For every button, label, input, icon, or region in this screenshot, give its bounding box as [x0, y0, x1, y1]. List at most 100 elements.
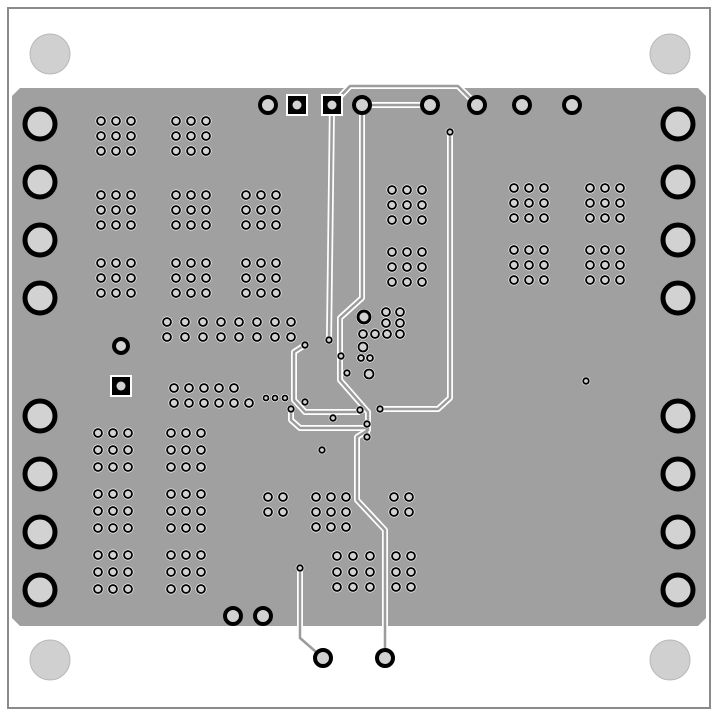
- via: [585, 183, 595, 193]
- via: [363, 420, 371, 428]
- via: [363, 433, 371, 441]
- via: [126, 273, 136, 283]
- via: [329, 414, 337, 422]
- via: [166, 584, 176, 594]
- via: [126, 190, 136, 200]
- via: [201, 205, 211, 215]
- via: [123, 567, 133, 577]
- via: [406, 567, 416, 577]
- mounting-holes: [29, 33, 691, 681]
- connector-pad: [22, 398, 58, 434]
- via: [201, 116, 211, 126]
- via: [615, 183, 625, 193]
- header-pad-square-hole: [327, 100, 337, 110]
- via: [180, 317, 190, 327]
- via: [181, 550, 191, 560]
- via: [376, 405, 384, 413]
- header-pad: [467, 95, 487, 115]
- via: [278, 492, 288, 502]
- via: [96, 190, 106, 200]
- via: [509, 183, 519, 193]
- via: [126, 288, 136, 298]
- header-pad: [352, 95, 372, 115]
- via: [585, 275, 595, 285]
- via: [332, 582, 342, 592]
- via: [93, 567, 103, 577]
- via: [199, 383, 209, 393]
- via: [241, 205, 251, 215]
- via: [171, 131, 181, 141]
- via: [166, 445, 176, 455]
- via: [111, 131, 121, 141]
- test-pad: [375, 648, 395, 668]
- connector-pad: [660, 106, 696, 142]
- connector-pad: [22, 280, 58, 316]
- via: [186, 220, 196, 230]
- via: [281, 394, 289, 402]
- connector-pad: [660, 572, 696, 608]
- via: [332, 567, 342, 577]
- via: [585, 198, 595, 208]
- via: [326, 522, 336, 532]
- via: [96, 288, 106, 298]
- via: [402, 262, 412, 272]
- via: [271, 273, 281, 283]
- via: [615, 213, 625, 223]
- via: [256, 288, 266, 298]
- via: [169, 398, 179, 408]
- via: [381, 318, 391, 328]
- via: [600, 213, 610, 223]
- via: [363, 368, 375, 380]
- trace: [298, 568, 324, 659]
- via: [171, 220, 181, 230]
- via: [196, 523, 206, 533]
- via: [186, 116, 196, 126]
- via: [278, 507, 288, 517]
- via: [311, 492, 321, 502]
- via: [201, 288, 211, 298]
- via: [241, 288, 251, 298]
- via: [162, 332, 172, 342]
- via: [271, 288, 281, 298]
- trace: [292, 343, 360, 414]
- via: [524, 198, 534, 208]
- via: [252, 332, 262, 342]
- connector-pad: [660, 164, 696, 200]
- via: [111, 146, 121, 156]
- connector-pad: [660, 398, 696, 434]
- via: [214, 398, 224, 408]
- via: [201, 273, 211, 283]
- via: [241, 273, 251, 283]
- via: [615, 275, 625, 285]
- via: [181, 428, 191, 438]
- via: [296, 564, 304, 572]
- via: [229, 398, 239, 408]
- via: [301, 398, 309, 406]
- via: [256, 205, 266, 215]
- via: [395, 318, 405, 328]
- via: [509, 275, 519, 285]
- via: [524, 183, 534, 193]
- via: [256, 220, 266, 230]
- via: [108, 428, 118, 438]
- via: [524, 275, 534, 285]
- via: [446, 128, 454, 136]
- via: [357, 341, 369, 353]
- connector-pad: [22, 572, 58, 608]
- via: [509, 245, 519, 255]
- via: [600, 183, 610, 193]
- via: [600, 275, 610, 285]
- via: [404, 507, 414, 517]
- via: [196, 567, 206, 577]
- via: [201, 220, 211, 230]
- via: [600, 260, 610, 270]
- trace: [327, 104, 334, 341]
- via: [181, 506, 191, 516]
- via: [358, 329, 368, 339]
- via: [341, 507, 351, 517]
- via: [123, 584, 133, 594]
- via: [181, 489, 191, 499]
- via: [196, 445, 206, 455]
- via: [216, 332, 226, 342]
- connector-pad: [22, 106, 58, 142]
